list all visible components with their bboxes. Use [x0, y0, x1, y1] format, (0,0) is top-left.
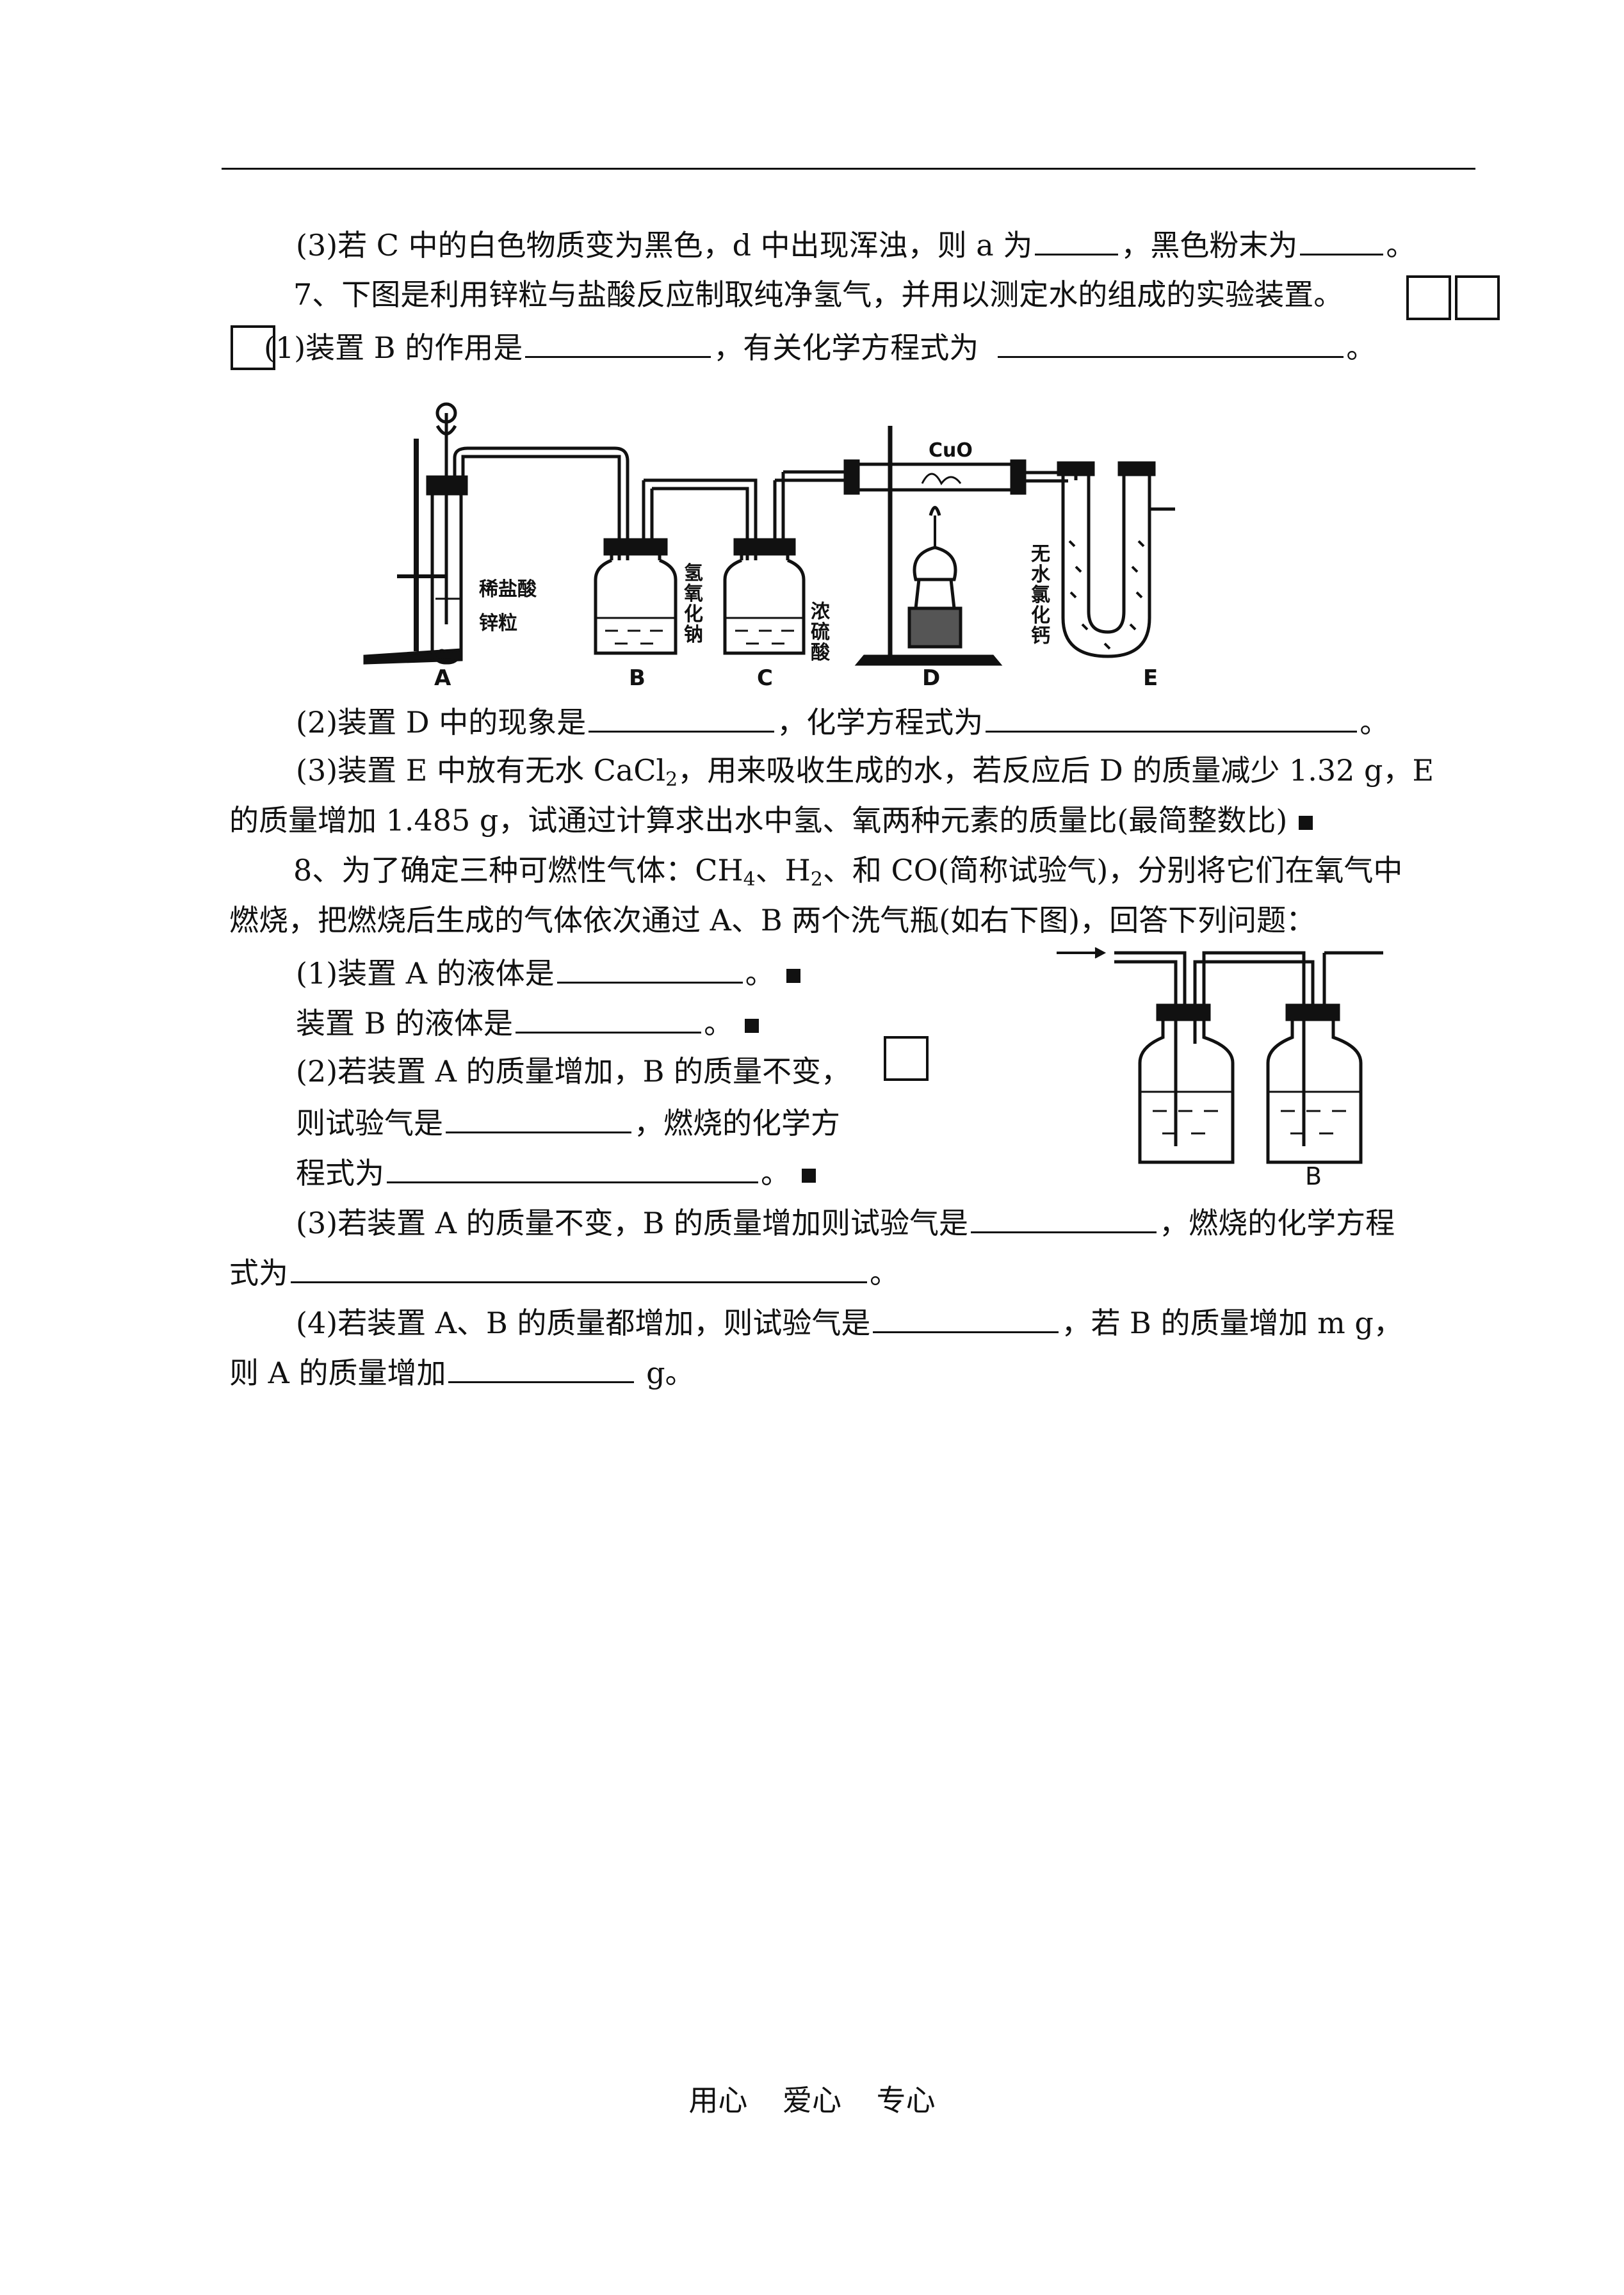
header-rule — [222, 168, 1475, 170]
label-dilute-hcl: 稀盐酸 — [479, 578, 537, 601]
label-h2so4-2: 硫 — [811, 621, 830, 644]
answer-blank[interactable] — [291, 1252, 867, 1283]
q8-part2-line1: (2)若装置 A 的质量增加，B 的质量不变， — [296, 1054, 851, 1089]
label-b: B — [629, 665, 646, 691]
answer-box[interactable] — [1455, 275, 1500, 320]
q8-intro-line1: 8、为了确定三种可燃性气体：CH4、H2、和 CO(简称试验气)，分别将它们在氧… — [293, 853, 1403, 891]
answer-blank[interactable] — [589, 701, 775, 733]
square-marker — [786, 969, 800, 983]
q7-part1: (1)装置 B 的作用是，有关化学方程式为。 — [264, 327, 1376, 367]
answer-blank[interactable] — [516, 1002, 702, 1034]
q6-part3: (3)若 C 中的白色物质变为黑色，d 中出现浑浊，则 a 为，黑色粉末为。 — [296, 224, 1415, 264]
label-cacl2-1: 无 — [1031, 543, 1050, 565]
label-c: C — [757, 665, 773, 691]
label-naoh-1: 氢 — [684, 562, 703, 585]
label-a: A — [434, 665, 451, 691]
label-d: D — [922, 665, 940, 691]
answer-blank[interactable] — [556, 952, 743, 984]
answer-box[interactable] — [884, 1036, 929, 1081]
answer-blank[interactable] — [873, 1302, 1059, 1333]
page-footer: 用心 爱心 专心 — [688, 2083, 936, 2118]
q7-part2: (2)装置 D 中的现象是，化学方程式为。 — [296, 701, 1389, 742]
apparatus-d — [843, 426, 1027, 666]
label-naoh-4: 钠 — [684, 624, 703, 646]
q8-part1-b: 装置 B 的液体是。 — [296, 1002, 759, 1042]
apparatus-a — [363, 402, 468, 665]
wash-bottle-a — [1138, 1003, 1235, 1164]
q8-intro-line2: 燃烧，把燃烧后生成的气体依次通过 A、B 两个洗气瓶(如右下图)，回答下列问题： — [229, 903, 1316, 937]
label-cacl2-2: 水 — [1031, 564, 1051, 586]
q8-part4-line1: (4)若装置 A、B 的质量都增加，则试验气是，若 B 的质量增加 m g， — [296, 1302, 1403, 1342]
answer-blank[interactable] — [448, 1352, 635, 1383]
q7-intro: 7、下图是利用锌粒与盐酸反应制取纯净氢气，并用以测定水的组成的实验装置。 — [293, 277, 1344, 312]
label-cuo: CuO — [929, 439, 973, 462]
apparatus-c — [723, 472, 806, 655]
label-zinc: 锌粒 — [479, 612, 517, 635]
label-cacl2-4: 化 — [1031, 604, 1050, 627]
answer-box[interactable] — [1406, 275, 1451, 320]
answer-box[interactable] — [231, 325, 275, 370]
q8-part4-line2: 则 A 的质量增加 g。 — [229, 1352, 695, 1392]
q8-part3-line1: (3)若装置 A 的质量不变，B 的质量增加则试验气是，燃烧的化学方程 — [296, 1202, 1395, 1242]
square-marker — [745, 1019, 759, 1033]
answer-blank[interactable] — [1300, 224, 1384, 255]
label-cacl2-3: 氯 — [1031, 584, 1050, 606]
square-marker — [1299, 816, 1313, 830]
label-h2so4-3: 酸 — [811, 642, 831, 664]
label-e: E — [1143, 665, 1158, 691]
label-naoh-3: 化 — [684, 603, 703, 626]
wash-bottle-b — [1266, 951, 1383, 1164]
label-b: B — [1305, 1162, 1322, 1185]
q8-part2-line3: 程式为。 — [296, 1152, 816, 1192]
answer-blank[interactable] — [387, 1152, 758, 1183]
answer-blank[interactable] — [998, 327, 1344, 358]
q7-part3-line2: 的质量增加 1.485 g，试通过计算求出水中氢、氧两种元素的质量比(最简整数比… — [229, 801, 1313, 839]
apparatus-b — [594, 480, 678, 655]
answer-blank[interactable] — [986, 701, 1358, 733]
answer-blank[interactable] — [971, 1202, 1157, 1233]
label-naoh-2: 氧 — [684, 583, 703, 605]
q8-part1-a: (1)装置 A 的液体是。 — [296, 952, 800, 993]
answer-blank[interactable] — [525, 327, 711, 358]
q8-part3-line2: 式为。 — [229, 1252, 899, 1292]
square-marker — [802, 1169, 816, 1183]
q8-part2-line2: 则试验气是，燃烧的化学方 — [296, 1102, 840, 1142]
wash-bottles-figure: B — [1057, 947, 1383, 1185]
apparatus-e — [1057, 461, 1175, 658]
hydrogen-apparatus-figure: A 稀盐酸 锌粒 B 氢 氧 化 钠 C 浓 硫 酸 CuO D 无 水 氯 化… — [363, 402, 1175, 691]
answer-blank[interactable] — [1035, 224, 1119, 255]
label-cacl2-5: 钙 — [1031, 625, 1050, 647]
label-h2so4-1: 浓 — [811, 601, 831, 623]
q7-part3-line1: (3)装置 E 中放有无水 CaCl2，用来吸收生成的水，若反应后 D 的质量减… — [296, 753, 1434, 791]
answer-blank[interactable] — [446, 1102, 631, 1133]
